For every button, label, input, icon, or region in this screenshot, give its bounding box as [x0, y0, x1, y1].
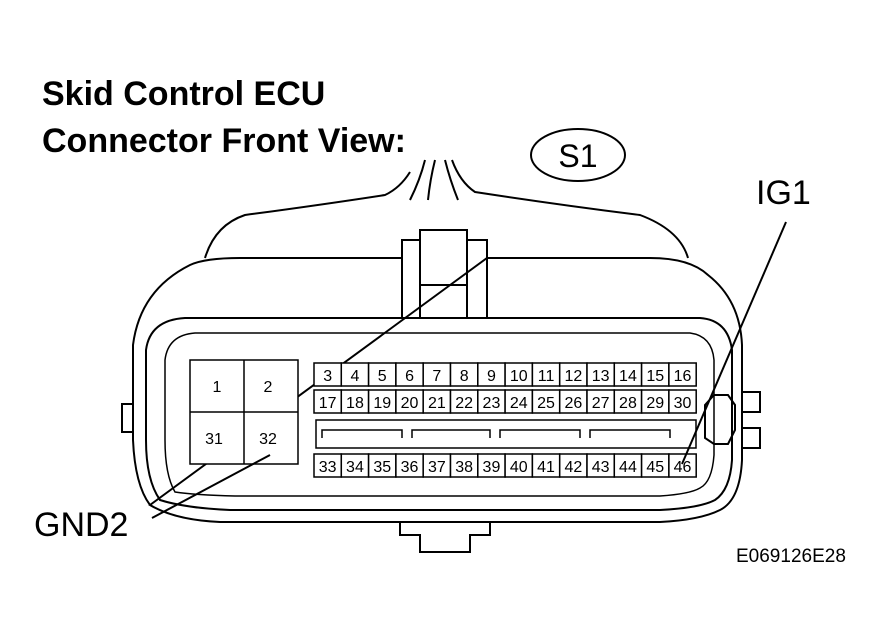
pin-cell-16 [668, 362, 697, 387]
pin-32: 32 [259, 431, 277, 448]
pin-44: 44 [619, 459, 637, 476]
pin-24: 24 [510, 395, 528, 412]
pin-45: 45 [646, 459, 664, 476]
bottom-tab [399, 522, 491, 553]
pin-19: 19 [373, 395, 391, 412]
keying-slot [315, 419, 697, 449]
pin-22: 22 [455, 395, 473, 412]
gnd2-leader [151, 454, 271, 519]
pin-12: 12 [564, 368, 582, 385]
pin-42: 42 [564, 459, 582, 476]
pin-41: 41 [537, 459, 555, 476]
pin-13: 13 [592, 368, 610, 385]
pin-cell-46 [668, 453, 697, 478]
pin-15: 15 [646, 368, 664, 385]
pin-9: 9 [487, 368, 496, 385]
pin-row-top: 3 4 5 6 7 8 9 10 11 12 13 14 15 16 [313, 362, 697, 387]
pin-16: 16 [674, 368, 692, 385]
ig1-leader [681, 221, 787, 465]
figure-id: E069126E28 [736, 546, 846, 567]
pin-8: 8 [460, 368, 469, 385]
pin-30: 30 [674, 395, 692, 412]
gnd2-label: GND2 [34, 506, 128, 544]
pin-37: 37 [428, 459, 446, 476]
pin-20: 20 [401, 395, 419, 412]
pin-28: 28 [619, 395, 637, 412]
pin-row-bottom: 33 34 35 36 37 38 39 40 41 42 43 44 45 46 [313, 453, 697, 478]
pin-39: 39 [483, 459, 501, 476]
connector-code: S1 [558, 138, 597, 174]
pin-27: 27 [592, 395, 610, 412]
right-side-latch [704, 391, 761, 449]
pin-40: 40 [510, 459, 528, 476]
pin-row-middle: 17 18 19 20 21 22 23 24 25 26 27 28 29 30 [313, 389, 697, 414]
pin-35: 35 [373, 459, 391, 476]
left-side-tab [121, 403, 133, 433]
pin-1: 1 [213, 379, 222, 396]
pin-21: 21 [428, 395, 446, 412]
title-line2: Connector Front View: [42, 122, 406, 160]
pin-25: 25 [537, 395, 555, 412]
title-line1: Skid Control ECU [42, 75, 325, 113]
pin-14: 14 [619, 368, 637, 385]
big-pin-block [189, 359, 299, 465]
pin-46: 46 [674, 459, 692, 476]
pin-18: 18 [346, 395, 364, 412]
pin-2: 2 [264, 379, 273, 396]
pin-7: 7 [432, 368, 441, 385]
pin-11: 11 [538, 368, 555, 385]
pin-17: 17 [319, 395, 337, 412]
top-latch [401, 229, 488, 318]
pin-5: 5 [378, 368, 387, 385]
pin-10: 10 [510, 368, 528, 385]
pin-cell-30 [668, 389, 697, 414]
harness-lines [204, 159, 689, 259]
pin-33: 33 [319, 459, 337, 476]
ig1-label: IG1 [756, 174, 811, 212]
pin-43: 43 [592, 459, 610, 476]
pin-38: 38 [455, 459, 473, 476]
pin-31: 31 [205, 431, 223, 448]
pin-3: 3 [323, 368, 332, 385]
pin-26: 26 [564, 395, 582, 412]
pin-4: 4 [350, 368, 359, 385]
pin-36: 36 [401, 459, 419, 476]
pin-34: 34 [346, 459, 364, 476]
connector-housing [132, 257, 743, 523]
pin-29: 29 [646, 395, 664, 412]
pin-6: 6 [405, 368, 414, 385]
connector-code-ellipse [530, 128, 626, 182]
pin-23: 23 [483, 395, 501, 412]
